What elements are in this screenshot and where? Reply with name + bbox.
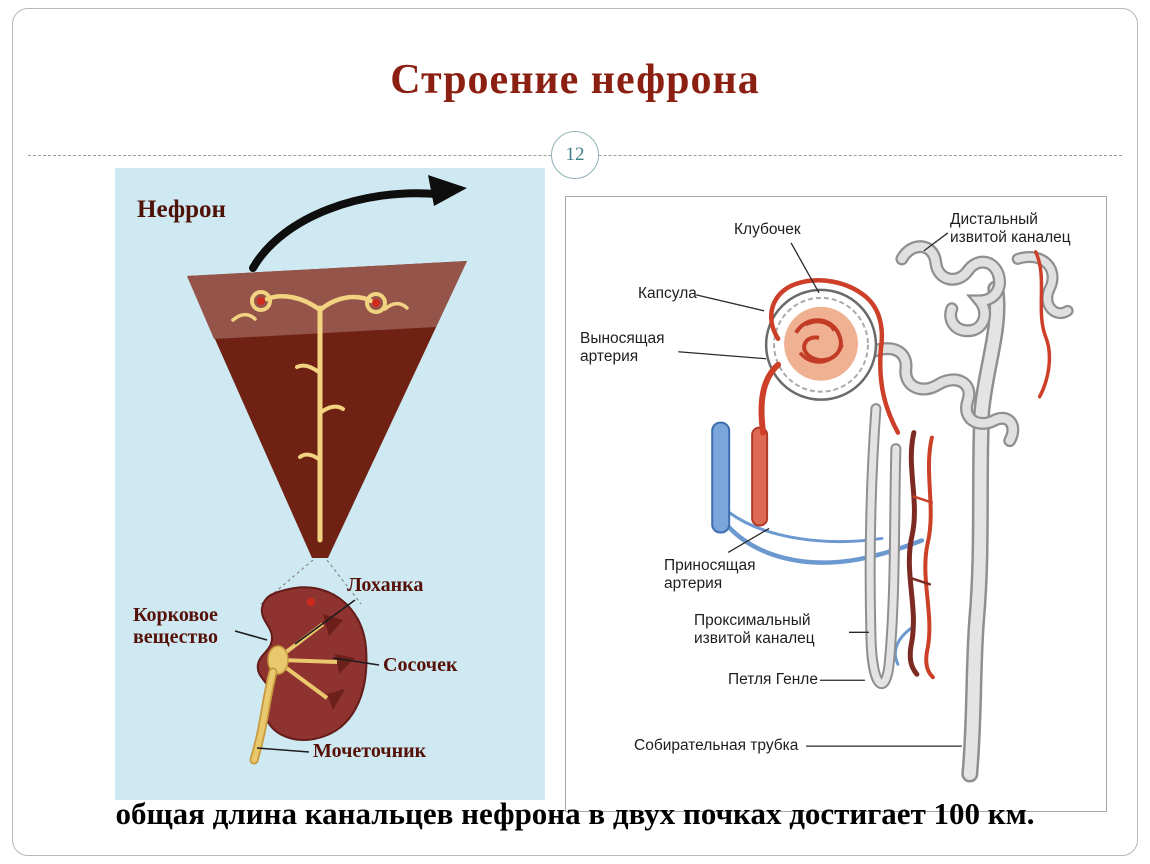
distal-tubule-label: Дистальный извитой каналец (950, 211, 1071, 247)
afferent-artery-label: Приносящая артерия (664, 557, 756, 593)
ureter-label: Мочеточник (313, 740, 427, 762)
nephron-tubule-drawing (231, 290, 409, 543)
vein-tube (711, 421, 731, 534)
proximal-tubule-coil (859, 342, 1020, 448)
efferent-artery-label: Выносящая артерия (580, 330, 665, 366)
artery-tube (751, 426, 769, 527)
pointer-line-capsule (696, 294, 765, 312)
papilla-label: Сосочек (383, 654, 458, 676)
pointer-line-cortex (234, 630, 268, 641)
proximal-tubule-label: Проксимальный извитой каналец (694, 612, 815, 648)
diagram-pointer-lines (678, 232, 962, 747)
collecting-duct-tube (961, 280, 1006, 783)
glomerulus-shape (784, 306, 858, 381)
capsule-label: Капсула (638, 285, 697, 302)
pointer-line-efferent (678, 351, 767, 360)
pointer-line-afferent (727, 527, 770, 553)
page-number-badge: 12 (551, 131, 599, 179)
kidney-illustration (187, 175, 467, 765)
collecting-duct-label: Собирательная трубка (634, 737, 799, 754)
distal-tubule-coil (895, 240, 1006, 338)
henle-loop-tube (864, 403, 902, 690)
vasa-recta-network (906, 430, 935, 680)
kidney-pointer-lines (234, 599, 380, 753)
pointer-line-ureter (256, 747, 310, 753)
pointer-line-glomerulus (790, 242, 820, 294)
cortex-label: Корковое вещество (133, 604, 219, 649)
pointer-line-pelvis (294, 599, 356, 645)
glomerulus-label: Клубочек (734, 221, 801, 238)
footer-text: общая длина канальцев нефрона в двух поч… (115, 796, 1035, 831)
magnify-arrow-icon (249, 175, 467, 272)
arteriole-vessels (758, 250, 1052, 436)
kidney-figure: Нефрон Лоханка Корковое вещество Сосочек… (115, 168, 545, 800)
capillary-branches-blue (725, 510, 925, 666)
nephron-label: Нефрон (137, 196, 226, 223)
page-number: 12 (565, 144, 585, 165)
pointer-line-distal (923, 232, 949, 252)
pelvis-label: Лоханка (347, 574, 424, 596)
slide-title: Строение нефрона (390, 57, 760, 103)
pointer-line-papilla (332, 657, 380, 666)
henle-loop-label: Петля Генле (728, 671, 818, 688)
glomerulus-dot (372, 299, 380, 307)
tubule-coil-right (1011, 251, 1074, 319)
nephron-illustration (678, 232, 1074, 783)
glomerulus-dot (257, 297, 265, 305)
nephron-diagram: Клубочек Дистальный извитой каналец Капс… (565, 196, 1107, 812)
